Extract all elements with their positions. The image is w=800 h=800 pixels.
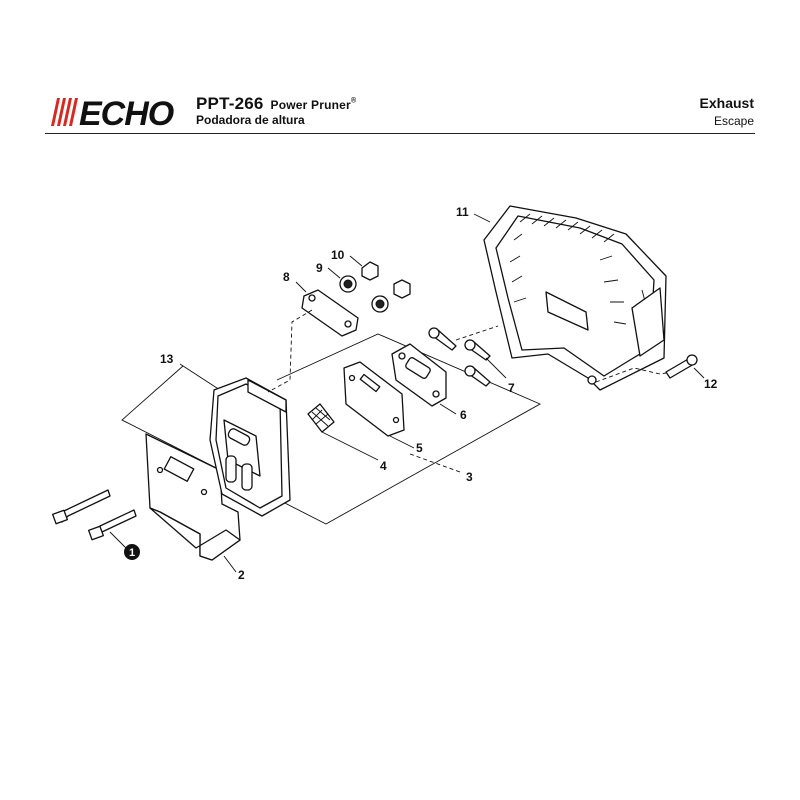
callout-12: 12 — [704, 377, 718, 391]
callout-8: 8 — [283, 270, 290, 284]
callout-10: 10 — [331, 248, 345, 262]
callout-3: 3 — [466, 470, 473, 484]
callout-circle-1 — [124, 544, 140, 560]
callout-6: 6 — [460, 408, 467, 422]
leader-11 — [473, 213, 491, 223]
heat-shield — [145, 433, 241, 561]
callout-5: 5 — [416, 441, 423, 455]
leader-5 — [389, 435, 415, 449]
dash-link-8 — [267, 309, 313, 393]
leader-6 — [439, 403, 457, 415]
model-title: PPT-266 Power Pruner® — [196, 94, 356, 114]
assembly-bracket-13 — [121, 333, 542, 525]
brand-text: ECHO — [79, 96, 174, 128]
leader-2 — [223, 555, 237, 573]
bolt-set — [52, 489, 137, 541]
muffler-plate — [301, 289, 359, 337]
baffle-plate — [343, 361, 405, 437]
leader-1 — [109, 531, 127, 549]
dash-link-7 — [455, 325, 499, 341]
section-title-en: Exhaust — [699, 95, 754, 111]
leader-7 — [485, 357, 507, 379]
product-name-en: Power Pruner — [270, 98, 351, 112]
callout-7: 7 — [508, 381, 515, 395]
header: ECHO PPT-266 Power Pruner® Podadora de a… — [0, 0, 800, 140]
leader-4 — [321, 431, 379, 461]
section-title-es: Escape — [713, 114, 754, 128]
nut-set — [339, 261, 411, 313]
callout-4: 4 — [380, 459, 387, 473]
leader-12 — [693, 367, 705, 379]
screw-set — [428, 327, 491, 387]
muffler-body — [209, 377, 291, 517]
diagram-canvas: 13 2 1 4 5 3 6 7 8 9 10 11 12 — [52, 205, 718, 582]
leader-10 — [349, 255, 363, 267]
spark-screen — [307, 403, 335, 433]
trademark: ® — [350, 97, 357, 105]
callout-11: 11 — [456, 205, 469, 219]
callout-2: 2 — [238, 568, 245, 582]
echo-logo: ECHO — [51, 96, 175, 128]
exhaust-gasket — [391, 343, 447, 407]
leader-8 — [295, 281, 307, 293]
header-rule — [45, 133, 755, 134]
muffler-cover — [483, 205, 667, 391]
callout-1: 1 — [129, 547, 135, 559]
leader-3 — [409, 453, 461, 473]
product-name-es: Podadora de altura — [196, 113, 305, 127]
cover-bolt — [665, 354, 698, 379]
model-number: PPT-266 — [196, 94, 264, 113]
callout-9: 9 — [316, 261, 323, 275]
callout-13: 13 — [160, 352, 174, 366]
exploded-diagram: 13 2 1 4 5 3 6 7 8 9 10 11 12 — [0, 140, 800, 800]
leader-9 — [327, 267, 341, 279]
leader-13 — [179, 363, 221, 391]
